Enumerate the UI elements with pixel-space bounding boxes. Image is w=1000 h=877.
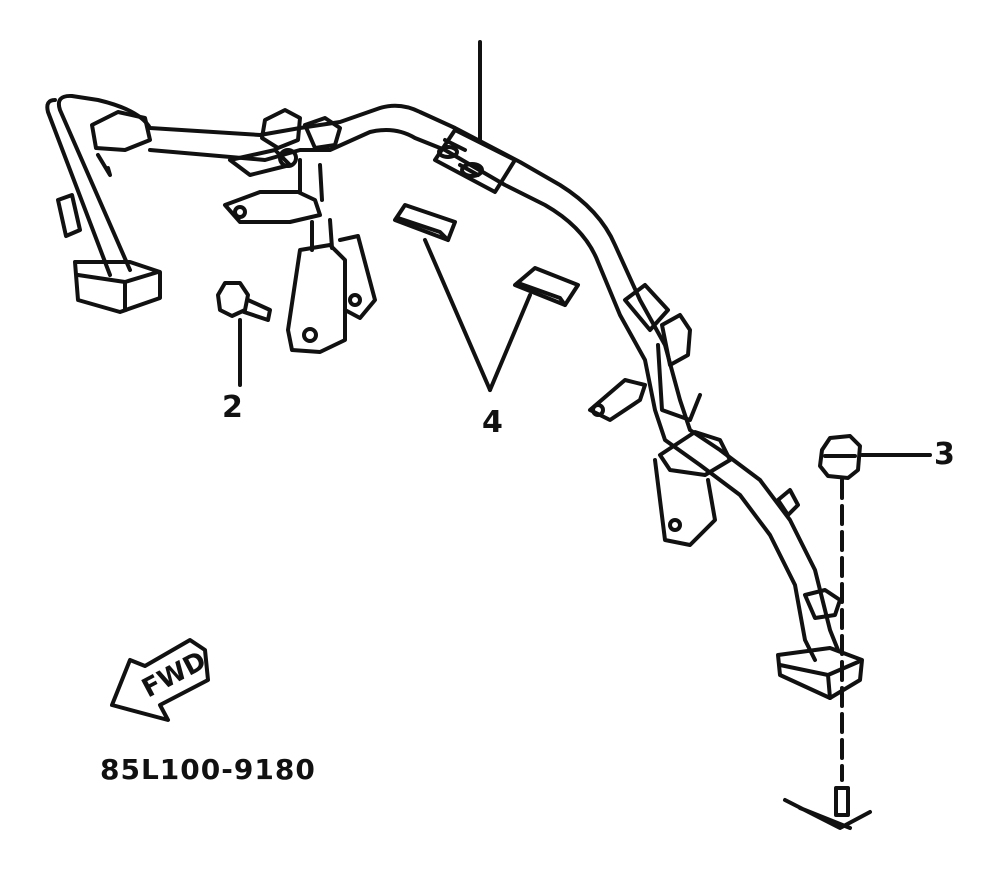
main-tube <box>45 93 840 662</box>
callout-part-4: 4 <box>482 405 503 440</box>
tube-collar-1 <box>433 128 517 194</box>
nut-part-3 <box>818 434 932 480</box>
bolt-part-2 <box>216 281 272 387</box>
callout-part-2: 2 <box>222 390 243 425</box>
leader-lines-4 <box>423 238 532 392</box>
right-foot-bracket <box>776 588 864 700</box>
fwd-arrow <box>110 638 210 722</box>
callout-part-3: 3 <box>934 437 955 472</box>
right-side-fittings <box>588 283 800 547</box>
reference-code: 85L100-9180 <box>100 753 316 786</box>
center-top-bracket <box>223 108 342 224</box>
left-foot-bracket <box>56 193 162 314</box>
pad-part-4 <box>393 203 580 307</box>
left-upper-clamp <box>90 110 152 177</box>
center-hanging-mount <box>286 218 377 354</box>
stud-bottom <box>783 786 872 830</box>
